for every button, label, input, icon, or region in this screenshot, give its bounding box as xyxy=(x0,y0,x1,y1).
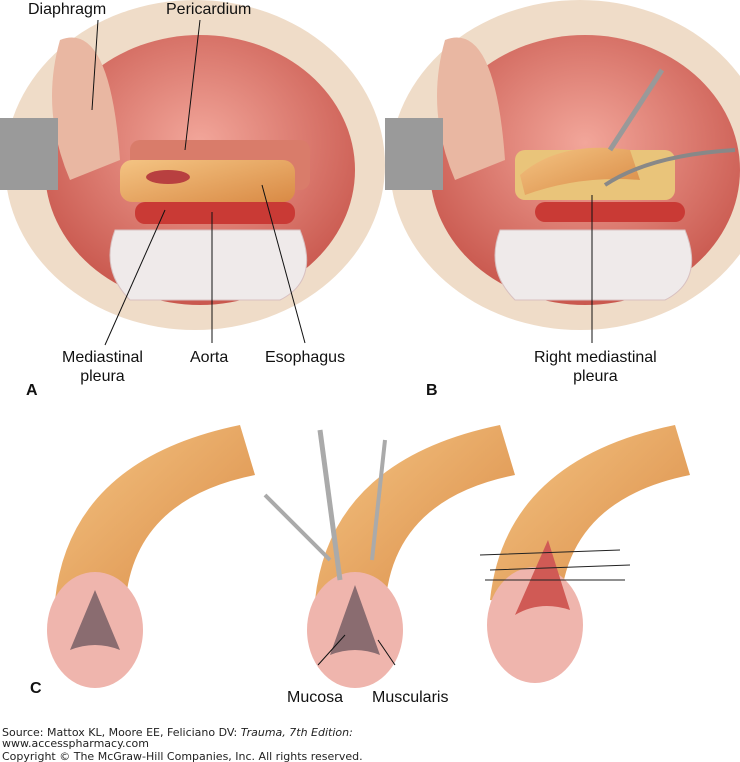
panel-label-a: A xyxy=(26,382,38,399)
label-esophagus: Esophagus xyxy=(265,349,346,366)
panel-label-b: B xyxy=(426,382,438,399)
label-muscularis: Muscularis xyxy=(372,689,449,706)
label-aorta: Aorta xyxy=(190,349,229,366)
panel-a-illustration xyxy=(0,0,385,330)
footer-url[interactable]: www.accesspharmacy.com xyxy=(2,737,150,750)
panel-c-illustration xyxy=(47,425,690,688)
label-text: Mediastinal xyxy=(62,349,143,366)
footer-copyright: Copyright © The McGraw-Hill Companies, I… xyxy=(2,750,363,762)
source-title: Trauma, 7th Edition: xyxy=(240,726,353,739)
panel-b-illustration xyxy=(385,0,740,330)
label-text: Right mediastinal xyxy=(534,349,657,366)
label-text: pleura xyxy=(573,368,618,385)
label-right-mediastinal-pleura: Right mediastinal pleura xyxy=(534,348,657,386)
source-prefix: Source: Mattox KL, Moore EE, Feliciano D… xyxy=(2,726,241,739)
label-mediastinal-pleura: Mediastinal pleura xyxy=(62,348,143,386)
panel-label-c: C xyxy=(30,680,42,697)
label-text: pleura xyxy=(80,368,125,385)
label-diaphragm: Diaphragm xyxy=(28,1,107,18)
footer-source: Source: Mattox KL, Moore EE, Feliciano D… xyxy=(2,726,353,739)
label-pericardium: Pericardium xyxy=(166,1,252,18)
leader-lines xyxy=(91,19,593,666)
label-mucosa: Mucosa xyxy=(287,689,344,706)
